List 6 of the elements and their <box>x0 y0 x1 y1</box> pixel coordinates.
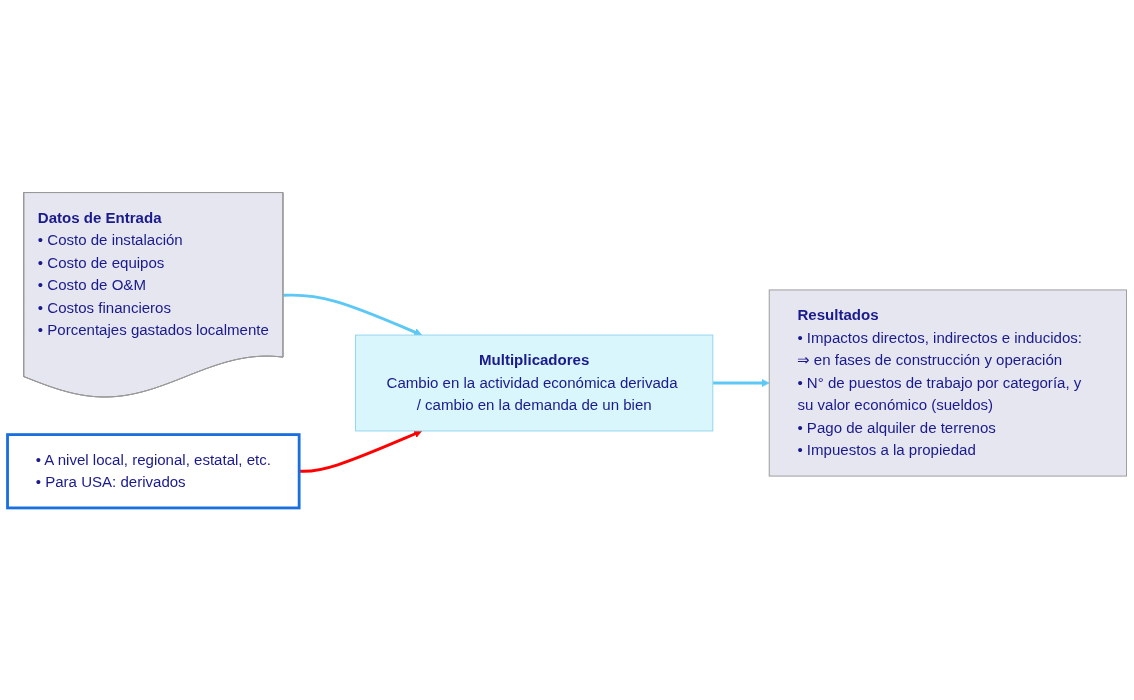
arrow <box>712 378 770 387</box>
arrow <box>299 429 423 473</box>
node-box: Multiplicadores Cambio en la actividad económica derivada / cambio en la demanda de un bien <box>355 334 714 432</box>
node-box: Resultados • Impactos directos, indirectos e inducidos: ⇒ en fases de construcción y operación • N° de puestos de trabajo por categoría, y su valor económico (sueldos) • Pago de alquiler de terrenos • Impuestos a la propiedad <box>768 289 1127 477</box>
node-box: • A nivel local, regional, estatal, etc. • Para USA: derivados <box>6 432 301 510</box>
arrow <box>283 293 423 336</box>
